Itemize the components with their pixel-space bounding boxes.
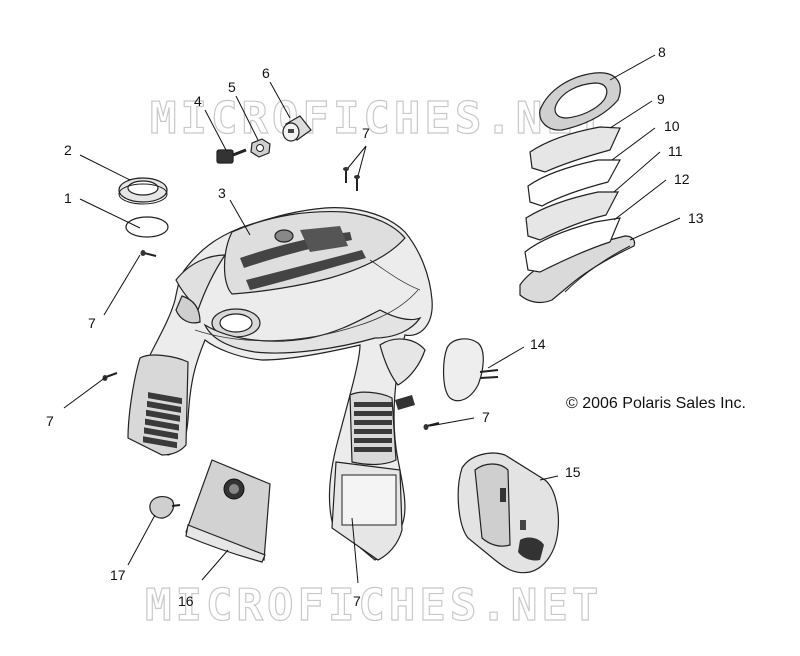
copyright-notice: © 2006 Polaris Sales Inc. [566,395,746,412]
callout-1: 1 [64,190,72,206]
part-9-pad [529,126,621,173]
callout-6: 6 [262,65,270,81]
callout-10: 10 [664,118,680,134]
callout-14: 14 [530,336,546,352]
watermark-top: MICROFICHES.NET [150,93,607,144]
part-nut [250,138,271,158]
callout-2: 2 [64,142,72,158]
part-15-side-pod [457,452,560,574]
callout-7-left-lower: 7 [46,413,54,429]
part-10-pad [527,159,622,207]
callout-3: 3 [218,185,226,201]
screw-left-lower [102,372,118,381]
callout-7-right: 7 [482,409,490,425]
callout-8: 8 [658,44,666,60]
callout-7-top: 7 [362,125,370,141]
screw-left-upper [140,250,157,257]
screw-top-2 [354,175,360,191]
callout-17: 17 [110,567,126,583]
callout-13: 13 [688,210,704,226]
callout-16: 16 [178,593,194,609]
watermark-bottom: MICROFICHES.NET [145,580,602,631]
part-16-access-panel [185,459,271,563]
part-gauge-bezel [118,177,168,205]
callout-15: 15 [565,464,581,480]
callout-11: 11 [668,143,683,159]
right-vent-louvers [354,402,392,452]
part-key [216,148,247,164]
part-11-pad [525,191,619,241]
part-console-housing [127,207,433,561]
screw-right [423,422,440,430]
callout-12: 12 [674,171,690,187]
part-o-ring [125,216,169,238]
part-ignition-switch [282,115,312,142]
callout-7-left-upper: 7 [88,315,96,331]
leader-lines [63,54,681,584]
callout-7-bottom: 7 [353,593,361,609]
callout-5: 5 [228,79,236,95]
callout-4: 4 [194,93,202,109]
part-seal-stack [519,72,636,304]
callout-9: 9 [657,91,665,107]
callouts: 1 2 3 4 5 6 7 7 7 7 7 8 9 10 11 12 13 14… [46,44,704,609]
part-17-fastener [149,495,181,519]
part-14-pad [443,338,499,402]
part-12-pad [524,217,621,273]
screw-top-1 [343,167,349,183]
left-vent-louvers [143,392,182,449]
